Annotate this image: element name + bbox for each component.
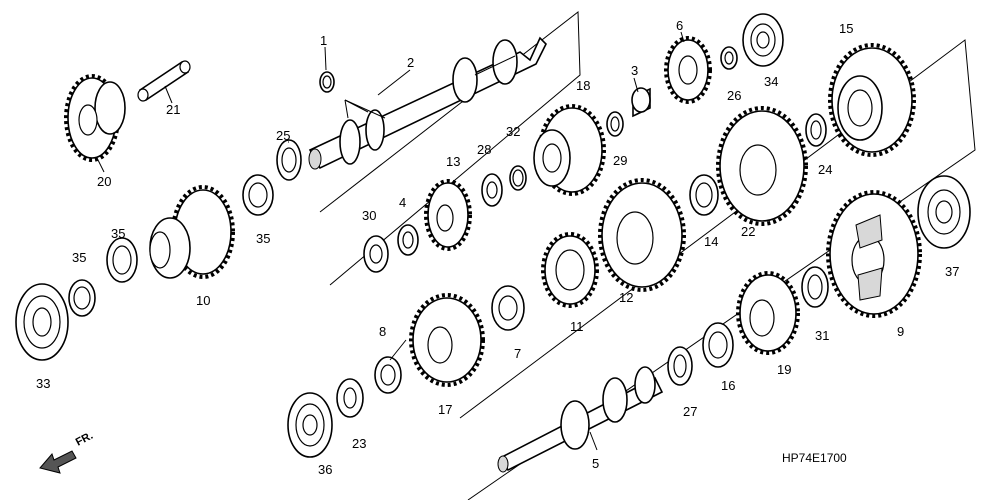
circlip-1 [319,71,335,93]
callout-labels: 1 2 3 4 5 6 7 8 9 10 11 12 13 14 15 16 1… [36,18,959,477]
callout-18: 18 [576,78,590,93]
gear-15 [828,43,916,157]
callout-34: 34 [764,74,778,89]
callout-2: 2 [407,55,414,70]
washer-25 [276,139,302,181]
callout-30: 30 [362,208,376,223]
ball-bearing-37 [917,175,971,249]
callout-14: 14 [704,234,718,249]
gear-20 [64,74,126,162]
bearing-34 [742,13,784,67]
leader-lines [96,31,685,451]
callout-3: 3 [631,63,638,78]
pin-21 [137,60,191,102]
callout-19: 19 [777,362,791,377]
gear-9 [826,190,922,318]
callout-16: 16 [721,378,735,393]
direction-label: FR. [74,430,95,449]
callout-9: 9 [897,324,904,339]
bearing-28 [481,173,503,207]
callout-10: 10 [196,293,210,308]
bushing-4 [397,224,419,256]
gear-11 [541,232,599,308]
callout-25: 25 [276,128,290,143]
needle-bearing-35-lower [68,279,96,317]
diagram-code: HP74E1700 [782,451,847,465]
callout-8: 8 [379,324,386,339]
callout-29: 29 [613,153,627,168]
gear-17 [409,293,485,387]
gear-19 [736,271,800,355]
callout-31: 31 [815,328,829,343]
callout-7: 7 [514,346,521,361]
washer-26 [720,46,738,70]
needle-bearing-8 [374,356,402,394]
front-direction-arrow-icon [39,450,77,474]
needle-bearing-35-upper [242,174,274,216]
gear-18 [533,104,606,196]
shaft-2 [308,36,547,170]
callout-35-middle: 35 [111,226,125,241]
washer-24 [805,113,827,147]
circlip-32 [509,165,527,191]
washer-29 [606,111,624,137]
callout-13: 13 [446,154,460,169]
callout-21: 21 [166,102,180,117]
needle-bearing-35-middle [106,237,138,283]
washer-30 [363,235,389,273]
gear-10 [149,185,235,279]
callout-37: 37 [945,264,959,279]
gear-12 [598,178,686,292]
callout-33: 33 [36,376,50,391]
washer-23 [336,378,364,418]
callout-23: 23 [352,436,366,451]
callout-26: 26 [727,88,741,103]
shaft-5 [497,366,664,473]
gear-6 [664,36,712,104]
callout-17: 17 [438,402,452,417]
callout-22: 22 [741,224,755,239]
bushing-14 [689,174,719,216]
callout-20: 20 [97,174,111,189]
washer-27 [667,346,693,386]
gear-13 [424,179,472,251]
callout-15: 15 [839,21,853,36]
callout-35-upper: 35 [256,231,270,246]
callout-36: 36 [318,462,332,477]
washer-31 [801,266,829,308]
bushing-3 [631,87,651,118]
ball-bearing-33 [15,283,69,361]
callout-35-lower: 35 [72,250,86,265]
callout-12: 12 [619,290,633,305]
bushing-16 [702,322,734,368]
callout-27: 27 [683,404,697,419]
callout-5: 5 [592,456,599,471]
callout-28: 28 [477,142,491,157]
ball-bearing-36 [287,392,333,458]
callout-4: 4 [399,195,406,210]
callout-11: 11 [570,319,584,334]
callout-1: 1 [320,33,327,48]
callout-6: 6 [676,18,683,33]
upper-group-boundary [319,11,581,286]
gear-22 [716,106,808,226]
callout-24: 24 [818,162,832,177]
bushing-7 [491,285,525,331]
callout-32: 32 [506,124,520,139]
